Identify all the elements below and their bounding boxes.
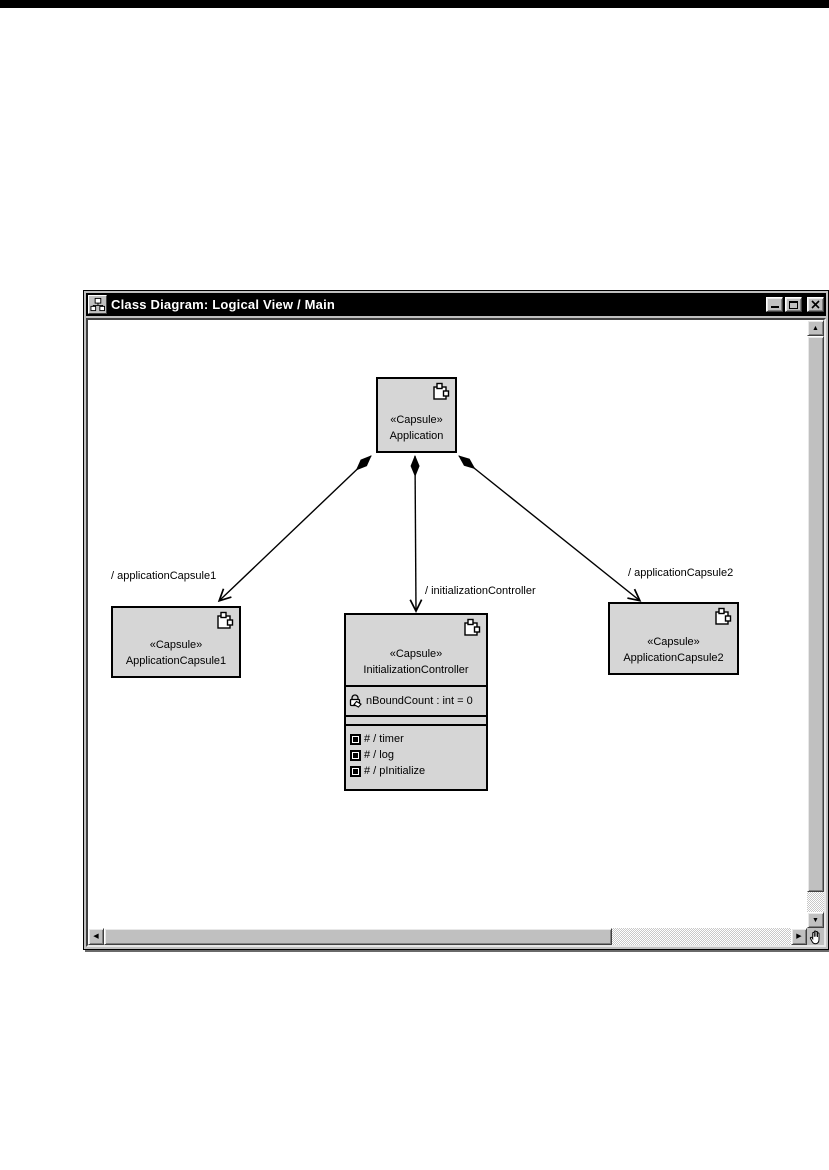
- vertical-scrollbar-track[interactable]: [807, 892, 824, 912]
- class-diagram-icon: [88, 295, 107, 314]
- capsule-application-capsule2[interactable]: «Capsule» ApplicationCapsule2: [608, 602, 739, 675]
- capsule-stereotype: «Capsule»: [389, 648, 443, 660]
- ports-compartment: # / timer # / log # / pInitialize: [346, 724, 486, 782]
- hand-cursor-icon: [809, 930, 820, 944]
- diagram-canvas[interactable]: «Capsule» Application «Capsule» Applicat…: [88, 320, 807, 928]
- scroll-down-button[interactable]: ▼: [807, 912, 824, 928]
- name-compartment: «Capsule» InitializationController: [346, 615, 486, 685]
- protected-attribute-icon: [348, 692, 365, 711]
- scroll-left-button[interactable]: ◀: [88, 928, 104, 945]
- capsule-application-capsule1[interactable]: «Capsule» ApplicationCapsule1: [111, 606, 241, 678]
- capsule-icon: [431, 381, 451, 406]
- left-arrow-icon: ◀: [93, 933, 99, 940]
- down-arrow-icon: ▼: [812, 916, 819, 924]
- composition-application-capsule1[interactable]: [217, 455, 372, 603]
- vertical-scrollbar-thumb[interactable]: [807, 336, 824, 892]
- window-titlebar[interactable]: Class Diagram: Logical View / Main: [86, 293, 826, 316]
- capsule-name: ApplicationCapsule1: [125, 655, 227, 667]
- composition-initialization-controller[interactable]: [409, 455, 423, 614]
- port-label: # / pInitialize: [364, 765, 426, 777]
- role-label-initialization-controller[interactable]: / initializationController: [425, 585, 536, 597]
- capsule-icon: [462, 617, 482, 642]
- right-arrow-icon: ▶: [796, 933, 802, 940]
- scrollbar-corner: [807, 928, 824, 945]
- attribute-text: nBoundCount : int = 0: [366, 695, 473, 707]
- scroll-up-button[interactable]: ▲: [807, 320, 824, 336]
- window-client-area: «Capsule» Application «Capsule» Applicat…: [86, 318, 826, 947]
- role-label-application-capsule1[interactable]: / applicationCapsule1: [111, 570, 217, 582]
- capsule-stereotype: «Capsule»: [647, 636, 700, 648]
- horizontal-scrollbar-thumb[interactable]: [104, 928, 612, 945]
- close-icon: [811, 300, 820, 309]
- capsule-title: «Capsule» ApplicationCapsule2: [610, 634, 737, 666]
- close-button[interactable]: [807, 297, 824, 312]
- port-item[interactable]: # / log: [350, 749, 484, 762]
- operations-compartment-empty: [346, 715, 486, 724]
- capsule-stereotype: «Capsule»: [149, 639, 203, 651]
- capsule-name: ApplicationCapsule2: [623, 652, 724, 664]
- port-label: # / log: [364, 749, 394, 761]
- capsule-title: «Capsule» ApplicationCapsule1: [113, 637, 239, 669]
- vertical-scrollbar[interactable]: ▲ ▼: [807, 320, 824, 928]
- scroll-right-button[interactable]: ▶: [791, 928, 807, 945]
- capsule-icon: [713, 606, 733, 631]
- port-icon: [350, 734, 361, 745]
- capsule-name: InitializationController: [363, 664, 469, 676]
- page-top-rule: [0, 0, 829, 8]
- port-item[interactable]: # / pInitialize: [350, 765, 484, 778]
- composition-application-capsule2[interactable]: [458, 455, 642, 602]
- maximize-icon: [789, 301, 798, 309]
- capsule-title: «Capsule» Application: [378, 412, 455, 444]
- role-label-application-capsule2[interactable]: / applicationCapsule2: [628, 567, 734, 579]
- capsule-initialization-controller[interactable]: «Capsule» InitializationController nBoun…: [344, 613, 488, 791]
- attribute-compartment[interactable]: nBoundCount : int = 0: [346, 685, 486, 715]
- horizontal-scrollbar[interactable]: ◀ ▶: [88, 928, 807, 945]
- capsule-name: Application: [389, 430, 444, 442]
- up-arrow-icon: ▲: [812, 324, 819, 332]
- capsule-stereotype: «Capsule»: [390, 414, 443, 426]
- port-item[interactable]: # / timer: [350, 733, 484, 746]
- composition-connectors[interactable]: [88, 320, 807, 928]
- horizontal-scrollbar-track[interactable]: [612, 928, 791, 945]
- capsule-application[interactable]: «Capsule» Application: [376, 377, 457, 453]
- port-icon: [350, 750, 361, 761]
- minimize-button[interactable]: [766, 297, 783, 312]
- window-controls: [766, 297, 824, 312]
- capsule-icon: [215, 610, 235, 635]
- minimize-icon: [770, 306, 779, 308]
- capsule-title: «Capsule» InitializationController: [346, 646, 486, 678]
- port-label: # / timer: [364, 733, 404, 745]
- window-title: Class Diagram: Logical View / Main: [111, 297, 336, 312]
- maximize-button[interactable]: [785, 297, 802, 312]
- port-icon: [350, 766, 361, 777]
- class-diagram-window: Class Diagram: Logical View / Main: [83, 290, 829, 950]
